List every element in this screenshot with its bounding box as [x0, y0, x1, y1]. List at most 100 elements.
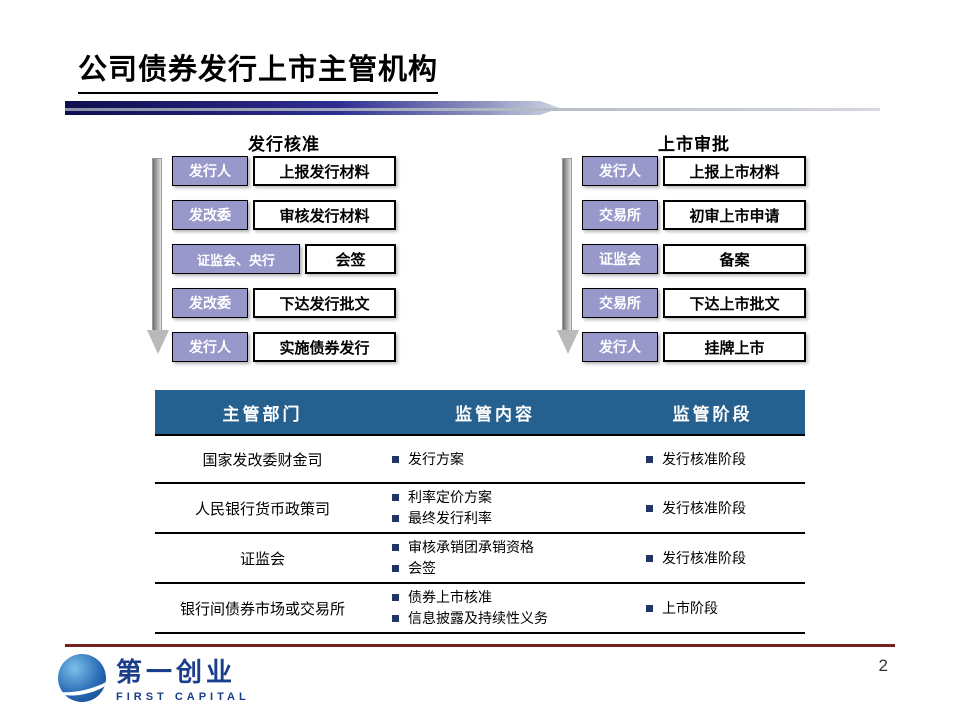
down-arrow-right-icon [557, 158, 579, 354]
flow-heading-listing: 上市审批 [658, 135, 730, 154]
bullet-square-icon [392, 515, 399, 522]
content-item-text: 会签 [408, 560, 436, 576]
down-arrow-body [152, 158, 162, 330]
bullet-square-icon [646, 604, 653, 612]
company-logo: 第一创业 FIRST CAPITAL [58, 652, 250, 703]
table-header-row: 主管部门 监管内容 监管阶段 [155, 390, 805, 434]
bullet-square-icon [646, 504, 653, 512]
table-header-department: 主管部门 [222, 404, 303, 424]
stage-item-text: 上市阶段 [662, 599, 718, 616]
table-row: 国家发改委财金司 发行方案 发行核准阶段 [155, 434, 805, 482]
stage-item-text: 发行核准阶段 [662, 499, 746, 516]
flow-step: 发行人 上报上市材料 [582, 156, 806, 186]
bullet-square-icon [392, 594, 399, 601]
cell-content: 发行方案 [370, 449, 620, 470]
content-item: 利率定价方案 [392, 487, 620, 508]
down-arrow-body [562, 158, 572, 330]
title-divider-line [65, 108, 880, 111]
cell-stage: 上市阶段 [620, 598, 805, 619]
cell-department: 证监会 [239, 550, 285, 568]
footer-divider-line [65, 644, 895, 647]
flow-step: 发行人 上报发行材料 [172, 156, 396, 186]
stage-item-text: 发行核准阶段 [662, 549, 746, 566]
flow-step: 证监会 备案 [582, 244, 806, 274]
content-item: 发行方案 [392, 449, 620, 470]
content-item: 会签 [392, 558, 620, 579]
flow-step: 发改委 审核发行材料 [172, 200, 396, 230]
bullet-square-icon [392, 615, 399, 622]
flow-step-actor: 发行人 [582, 332, 658, 362]
bullet-square-icon [392, 455, 399, 463]
cell-content: 债券上市核准 信息披露及持续性义务 [370, 587, 620, 629]
down-arrow-left-icon [147, 158, 169, 354]
flow-step-actor: 发行人 [172, 332, 248, 362]
cell-department: 银行间债券市场或交易所 [179, 600, 345, 618]
regulators-table: 主管部门 监管内容 监管阶段 国家发改委财金司 发行方案 发行核准阶段 [155, 390, 805, 634]
content-item: 信息披露及持续性义务 [392, 608, 620, 629]
flow-step-actor: 发行人 [582, 156, 658, 186]
logo-name-en: FIRST CAPITAL [116, 691, 250, 703]
stage-item: 上市阶段 [646, 598, 805, 619]
table-body: 国家发改委财金司 发行方案 发行核准阶段 人民银行货币政策司 [155, 434, 805, 634]
cell-stage: 发行核准阶段 [620, 548, 805, 569]
flow-step: 发行人 实施债券发行 [172, 332, 396, 362]
bullet-square-icon [392, 544, 399, 551]
flow-step: 交易所 初审上市申请 [582, 200, 806, 230]
logo-text: 第一创业 FIRST CAPITAL [116, 652, 250, 703]
flow-step: 发改委 下达发行批文 [172, 288, 396, 318]
flow-step-actor: 交易所 [582, 288, 658, 318]
bullet-square-icon [646, 455, 653, 463]
flow-step-actor: 交易所 [582, 200, 658, 230]
bullet-square-icon [392, 565, 399, 572]
flow-step-action: 上报发行材料 [253, 156, 396, 186]
flow-step-action: 下达上市批文 [663, 288, 806, 318]
content-item-text: 债券上市核准 [408, 589, 492, 605]
flow-step-actor: 发改委 [172, 288, 248, 318]
flow-step-action: 下达发行批文 [253, 288, 396, 318]
content-item: 最终发行利率 [392, 508, 620, 529]
page-number: 2 [878, 656, 888, 675]
globe-logo-icon [58, 653, 106, 702]
flow-step-actor: 证监会 [582, 244, 658, 274]
bullet-square-icon [392, 494, 399, 501]
stage-item: 发行核准阶段 [646, 548, 805, 569]
cell-stage: 发行核准阶段 [620, 449, 805, 470]
cell-department: 人民银行货币政策司 [194, 500, 330, 518]
stage-item: 发行核准阶段 [646, 449, 805, 470]
content-item: 审核承销团承销资格 [392, 537, 620, 558]
page-title: 公司债券发行上市主管机构 [78, 46, 439, 94]
down-arrow-head [147, 330, 169, 354]
cell-department: 国家发改委财金司 [202, 451, 323, 469]
flow-step-action: 上报上市材料 [663, 156, 806, 186]
logo-name-cn: 第一创业 [116, 657, 237, 687]
cell-stage: 发行核准阶段 [620, 498, 805, 519]
cell-content: 审核承销团承销资格 会签 [370, 537, 620, 579]
flow-step-actor: 发行人 [172, 156, 248, 186]
content-item-text: 发行方案 [408, 450, 464, 467]
flow-step-action: 挂牌上市 [663, 332, 806, 362]
table-row: 证监会 审核承销团承销资格 会签 发行核准阶段 [155, 532, 805, 582]
content-item-text: 信息披露及持续性义务 [408, 610, 548, 626]
stage-item-text: 发行核准阶段 [662, 450, 746, 467]
table-row: 银行间债券市场或交易所 债券上市核准 信息披露及持续性义务 上市阶段 [155, 582, 805, 632]
bullet-square-icon [646, 554, 653, 562]
flow-issuance: 发行人 上报发行材料 发改委 审核发行材料 证监会、央行 会签 发改委 下达发行… [172, 156, 396, 376]
flow-step: 发行人 挂牌上市 [582, 332, 806, 362]
flow-step-actor: 证监会、央行 [172, 244, 300, 274]
table-header-content: 监管内容 [455, 404, 535, 424]
flow-step-action: 备案 [663, 244, 806, 274]
flow-step: 证监会、央行 会签 [172, 244, 396, 274]
content-item-text: 审核承销团承销资格 [408, 539, 534, 555]
content-item-text: 最终发行利率 [408, 510, 492, 526]
content-item-text: 利率定价方案 [408, 489, 492, 505]
content-item: 债券上市核准 [392, 587, 620, 608]
flow-step-action: 初审上市申请 [663, 200, 806, 230]
flow-step: 交易所 下达上市批文 [582, 288, 806, 318]
table-row: 人民银行货币政策司 利率定价方案 最终发行利率 发行核准阶段 [155, 482, 805, 532]
flow-step-action: 实施债券发行 [253, 332, 396, 362]
stage-item: 发行核准阶段 [646, 498, 805, 519]
cell-content: 利率定价方案 最终发行利率 [370, 487, 620, 529]
table-header-stage: 监管阶段 [672, 404, 753, 424]
flow-heading-issuance: 发行核准 [248, 135, 320, 154]
